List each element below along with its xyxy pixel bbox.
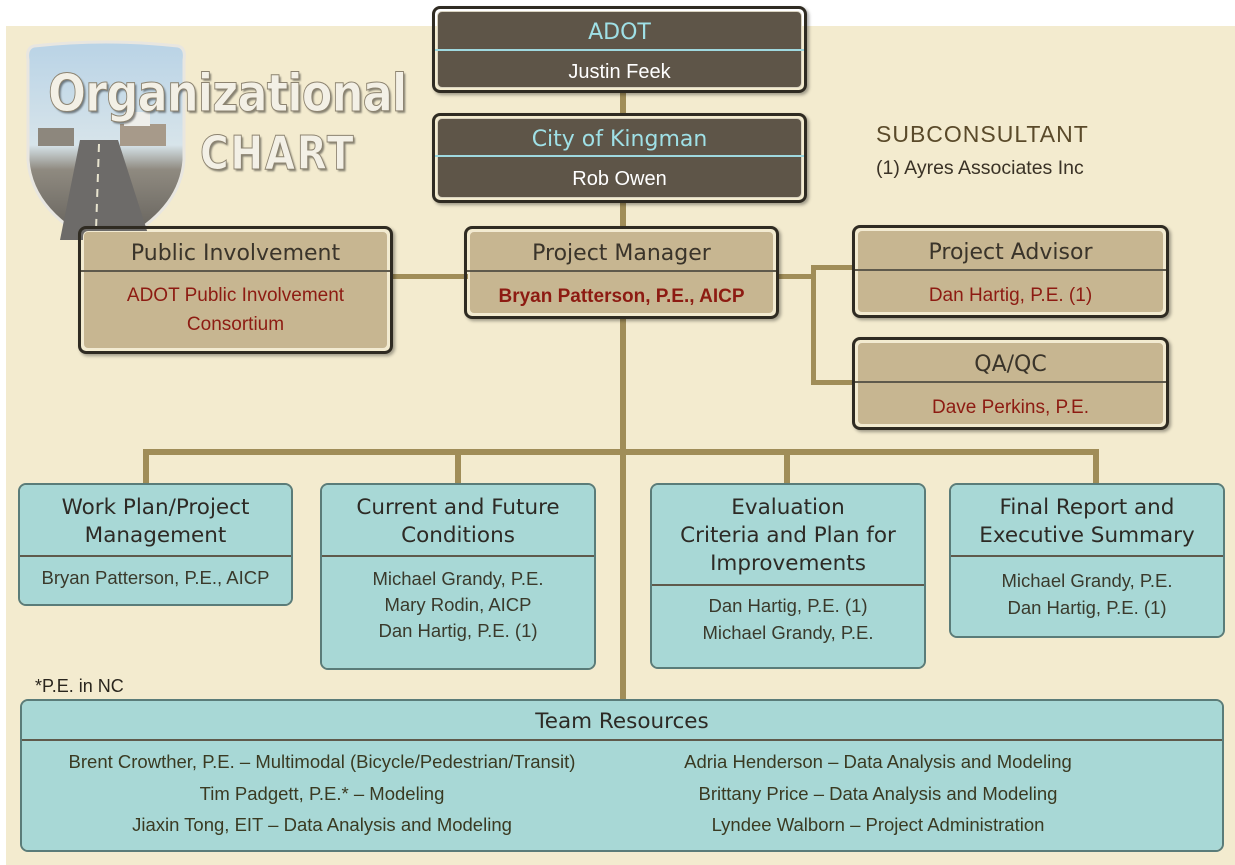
task-member: Michael Grandy, P.E.	[1001, 570, 1173, 591]
adot-name: Justin Feek	[568, 61, 671, 83]
connector-city-pm	[620, 201, 626, 229]
connector-tasks-bus	[146, 449, 1097, 455]
task-divider	[322, 555, 594, 557]
connector-task1	[143, 449, 149, 485]
project-manager-divider	[467, 270, 776, 272]
task-box-work-plan: Work Plan/Project Management Bryan Patte…	[18, 483, 293, 606]
task-member: Dan Hartig, P.E. (1)	[1007, 597, 1167, 618]
public-involvement-divider	[81, 270, 390, 272]
adot-box: ADOT Justin Feek	[432, 6, 807, 93]
qaqc-name: Dave Perkins, P.E.	[931, 397, 1089, 418]
team-member-right: Brittany Price – Data Analysis and Model…	[698, 783, 1058, 804]
adot-title: ADOT	[588, 20, 651, 45]
task-title-line: Executive Summary	[979, 523, 1195, 548]
task-divider	[951, 555, 1223, 557]
subconsultant-text: (1) Ayres Associates Inc	[876, 157, 1084, 179]
project-manager-name: Bryan Patterson, P.E., AICP	[498, 286, 745, 307]
connector-pm-advisor	[776, 274, 814, 279]
chart-title-line1: Organizational	[48, 64, 408, 125]
team-resources-divider	[22, 739, 1222, 741]
task-title-line: Evaluation	[731, 495, 845, 520]
adot-divider	[435, 49, 804, 51]
task-title-line: Conditions	[401, 523, 515, 548]
task-title-line: Final Report and	[999, 495, 1175, 520]
project-advisor-title: Project Advisor	[928, 240, 1093, 265]
task-member: Bryan Patterson, P.E., AICP	[41, 567, 270, 588]
public-involvement-line1: ADOT Public Involvement	[126, 285, 345, 306]
task-box-evaluation: Evaluation Criteria and Plan for Improve…	[650, 483, 926, 669]
connector-adot-city	[620, 90, 626, 116]
task-title-line: Current and Future	[356, 495, 560, 520]
project-advisor-divider	[855, 269, 1166, 271]
connector-to-advisor	[811, 265, 855, 270]
task-member: Dan Hartig, P.E. (1)	[708, 595, 868, 616]
project-manager-title: Project Manager	[532, 241, 711, 266]
connector-task3	[784, 449, 790, 485]
task-divider	[20, 555, 291, 557]
team-resources-title: Team Resources	[535, 709, 709, 734]
connector-task2	[455, 449, 461, 485]
task-title-line: Improvements	[710, 551, 866, 576]
team-member-right: Lyndee Walborn – Project Administration	[711, 814, 1045, 835]
task-divider	[652, 584, 924, 586]
task-member: Michael Grandy, P.E.	[372, 568, 544, 589]
task-box-final-report: Final Report and Executive Summary Micha…	[949, 483, 1225, 638]
connector-advisor-qaqc-vertical	[811, 265, 816, 385]
public-involvement-box: Public Involvement ADOT Public Involveme…	[78, 226, 393, 354]
team-member-left: Tim Padgett, P.E.* – Modeling	[199, 783, 445, 804]
public-involvement-title: Public Involvement	[130, 241, 341, 266]
task-title-line: Criteria and Plan for	[680, 523, 896, 548]
connector-task4	[1093, 449, 1099, 485]
subconsultant-heading: SUBCONSULTANT	[876, 121, 1089, 147]
city-title: City of Kingman	[531, 127, 708, 152]
qaqc-divider	[855, 381, 1166, 383]
task-member: Michael Grandy, P.E.	[702, 622, 874, 643]
project-manager-box: Project Manager Bryan Patterson, P.E., A…	[464, 226, 779, 319]
task-box-conditions: Current and Future Conditions Michael Gr…	[320, 483, 596, 670]
footnote: *P.E. in NC	[35, 676, 124, 696]
public-involvement-line2: Consortium	[186, 314, 285, 335]
connector-pi-pm	[390, 274, 468, 279]
road-shield-logo	[26, 40, 186, 250]
task-member: Mary Rodin, AICP	[384, 594, 532, 615]
connector-pm-trunk	[620, 317, 626, 701]
connector-to-qaqc	[811, 380, 855, 385]
qaqc-box: QA/QC Dave Perkins, P.E.	[852, 337, 1169, 430]
task-member: Dan Hartig, P.E. (1)	[378, 620, 538, 641]
task-title-line: Work Plan/Project	[61, 495, 250, 520]
team-resources-box: Team Resources Brent Crowther, P.E. – Mu…	[20, 699, 1224, 852]
city-name: Rob Owen	[572, 168, 667, 190]
team-member-left: Brent Crowther, P.E. – Multimodal (Bicyc…	[68, 751, 576, 772]
project-advisor-box: Project Advisor Dan Hartig, P.E. (1)	[852, 225, 1169, 318]
team-member-left: Jiaxin Tong, EIT – Data Analysis and Mod…	[132, 814, 512, 835]
city-divider	[435, 155, 804, 157]
chart-title-line2: CHART	[200, 126, 356, 181]
qaqc-title: QA/QC	[974, 352, 1047, 377]
city-box: City of Kingman Rob Owen	[432, 113, 807, 203]
task-title-line: Management	[84, 523, 227, 548]
team-member-right: Adria Henderson – Data Analysis and Mode…	[684, 751, 1072, 772]
project-advisor-name: Dan Hartig, P.E. (1)	[928, 285, 1093, 306]
